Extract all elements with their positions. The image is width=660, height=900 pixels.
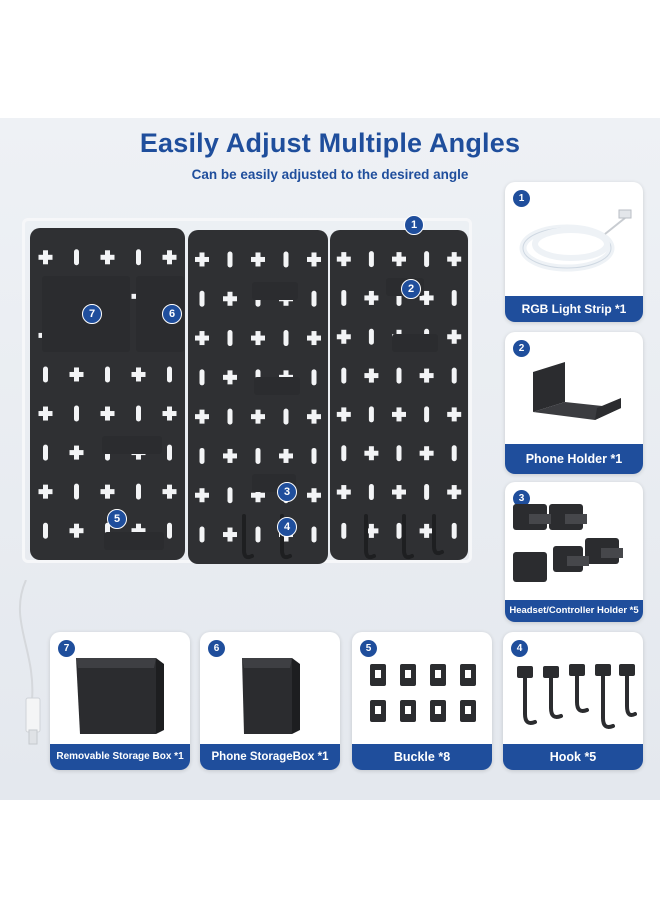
marker-3: 3: [277, 482, 297, 502]
card-label: Phone Holder *1: [505, 444, 643, 474]
pegboard-holes: [195, 251, 321, 543]
card-label: Buckle *8: [352, 744, 492, 770]
card-number: 4: [511, 640, 528, 657]
card-hook: 4 Hook *5: [503, 632, 643, 770]
card-label: Removable Storage Box *1: [50, 744, 190, 770]
board-holder: [104, 532, 164, 550]
board-holder: [392, 334, 438, 352]
card-buckle: 5 Buckle *8: [352, 632, 492, 770]
card-label: Phone StorageBox *1: [200, 744, 340, 770]
card-number: 3: [513, 490, 530, 507]
card-rgb-light-strip: 1 RGB Light Strip *1: [505, 182, 643, 322]
headset-holder-icon: [513, 504, 623, 582]
marker-2: 2: [401, 279, 421, 299]
board-holder: [254, 377, 300, 395]
light-strip-icon: [519, 209, 632, 272]
phone-holder-icon: [533, 362, 621, 420]
card-number: 5: [360, 640, 377, 657]
board-holder: [252, 282, 298, 300]
card-phone-holder: 2 Phone Holder *1: [505, 332, 643, 474]
card-label: Headset/Controller Holder *5: [505, 600, 643, 622]
buckle-icon: [370, 664, 476, 722]
storage-box-icon: [76, 658, 164, 734]
card-label: Hook *5: [503, 744, 643, 770]
card-number: 6: [208, 640, 225, 657]
card-phone-storage-box: 6 Phone StorageBox *1: [200, 632, 340, 770]
pegboard-panel-middle: [188, 230, 328, 564]
card-removable-storage-box: 7 Removable Storage Box *1: [50, 632, 190, 770]
card-headset-holder: 3 Headset/Controller Holder *5: [505, 482, 643, 622]
phone-box-icon: [242, 658, 300, 734]
page-title: Easily Adjust Multiple Angles: [139, 128, 521, 158]
card-number: 2: [513, 340, 530, 357]
board-hooks: [242, 514, 444, 560]
pegboard-panel-right: [330, 230, 468, 560]
marker-5: 5: [107, 509, 127, 529]
marker-1: 1: [404, 215, 424, 235]
page-subtitle: Can be easily adjusted to the desired an…: [191, 167, 469, 182]
board-holder: [102, 436, 162, 454]
card-number: 7: [58, 640, 75, 657]
card-label: RGB Light Strip *1: [505, 296, 643, 322]
card-number: 1: [513, 190, 530, 207]
usb-cable: [18, 580, 41, 745]
marker-4: 4: [277, 517, 297, 537]
marker-6: 6: [162, 304, 182, 324]
hook-icon: [517, 664, 637, 729]
marker-7: 7: [82, 304, 102, 324]
pegboard-holes: [336, 251, 462, 539]
